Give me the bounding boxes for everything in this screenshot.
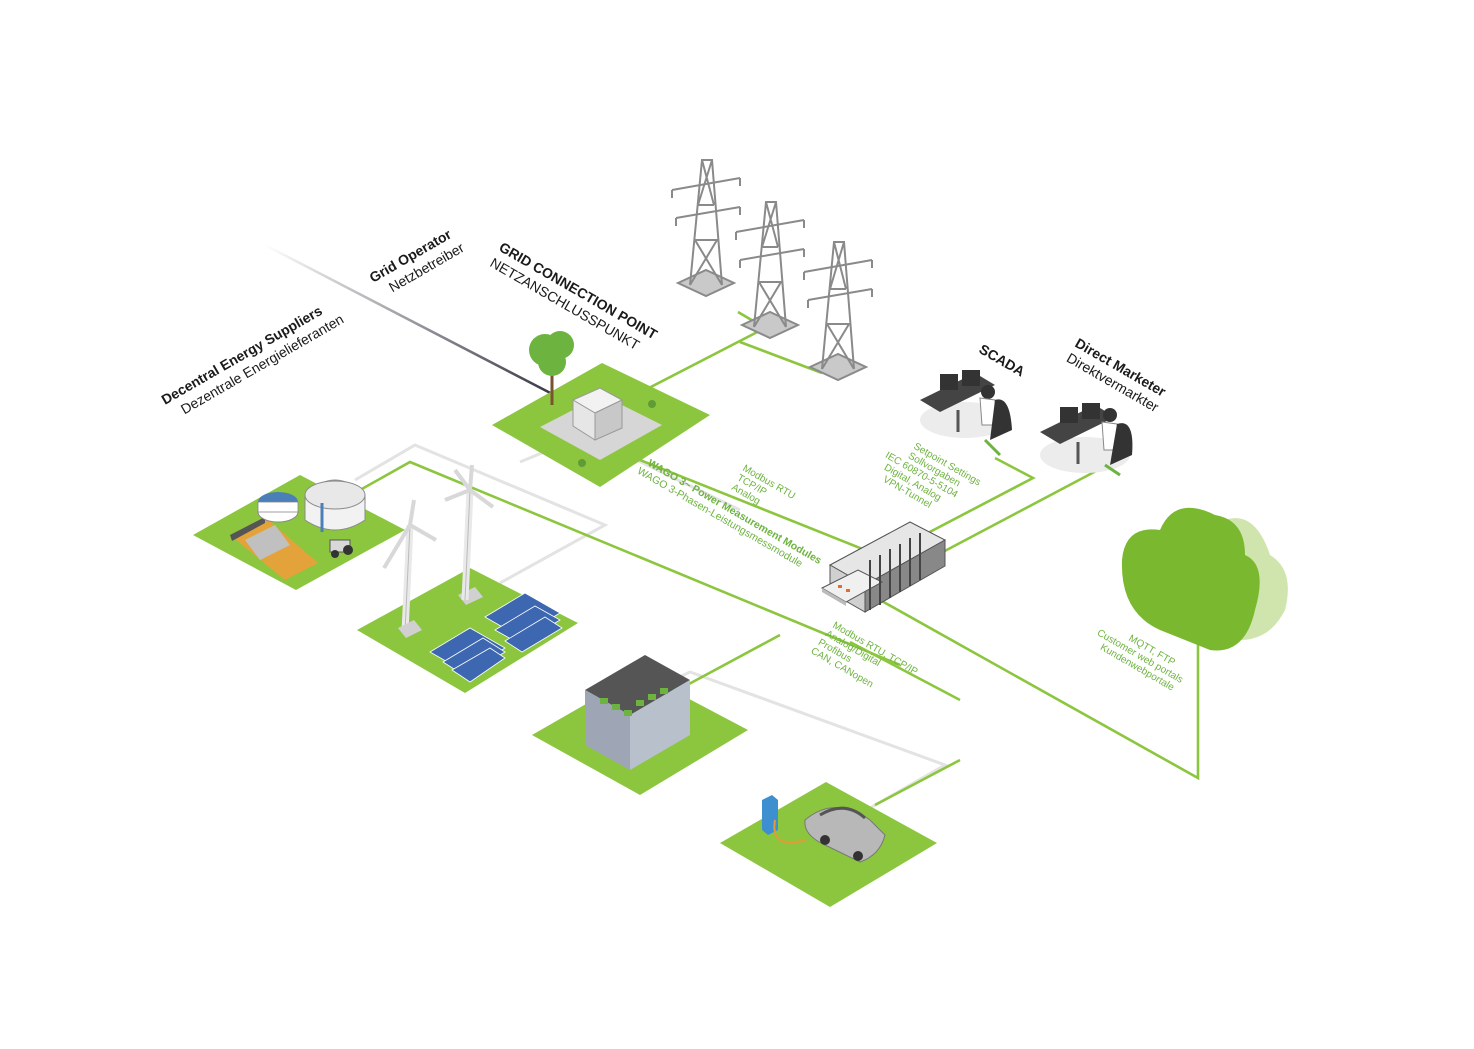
module-title-de: WAGO 3-Phasen-Leistungsmessmodule (635, 465, 805, 570)
connection-point-en: GRID CONNECTION POINT (497, 239, 661, 343)
label-decentral: Decentral Energy Suppliers Dezentrale En… (159, 302, 347, 417)
wind-solar-tile (357, 464, 578, 693)
label-connection-point: GRID CONNECTION POINT NETZANSCHLUSSPUNKT (488, 239, 661, 353)
protocols-field-link: Modbus RTU, TCP/IP Analog/Digital Profib… (809, 620, 920, 690)
decentral-title-en: Decentral Energy Suppliers (159, 302, 326, 407)
decentral-title-de: Dezentrale Energielieferanten (178, 311, 346, 417)
grid-operator-line (264, 243, 561, 400)
biogas-plant-tile (193, 475, 405, 590)
protocols-scada-link: Setpoint Settings Sollvorgaben IEC 60870… (881, 441, 983, 511)
battery-storage-tile (532, 655, 748, 795)
label-direct-marketer: Direct Marketer Direktvermarkter (1064, 335, 1169, 415)
power-pylon (671, 159, 741, 298)
power-pylon (735, 201, 805, 340)
protocols-modules: WAGO 3~ Power Measurement Modules WAGO 3… (635, 457, 824, 570)
module-title-en: WAGO 3~ Power Measurement Modules (646, 457, 824, 567)
scada-workstation (920, 370, 1012, 457)
scada-title: SCADA (977, 341, 1028, 380)
wago-controller (820, 521, 947, 613)
grid-connection-tile (492, 331, 710, 487)
label-grid-operator: Grid Operator Netzbetreiber (367, 226, 467, 296)
cloud-icon (1121, 507, 1288, 651)
power-pylon (803, 241, 873, 382)
direct-marketer-workstation (1040, 403, 1133, 477)
ev-charging-tile (720, 782, 937, 907)
label-scada: SCADA (977, 341, 1028, 380)
